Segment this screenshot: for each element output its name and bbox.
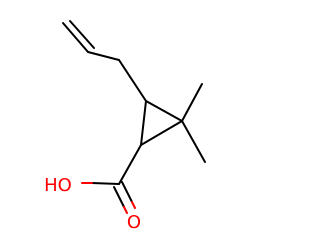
- bond-carbonyl-double-right: [121, 181, 133, 203]
- bond-methyl-lower: [181, 120, 206, 163]
- bond-ring-to-carboxyl: [118, 144, 142, 185]
- bond-carboxyl-to-hydroxyl: [91, 182, 120, 185]
- carbonyl-oxygen-label: O: [127, 212, 141, 233]
- hydroxyl-label: HO: [44, 175, 72, 196]
- bond-ring-top-right: [145, 100, 183, 122]
- bond-carbonyl-oxygen-left: [123, 206, 128, 214]
- bond-carbonyl-double-left: [113, 186, 125, 208]
- bond-methyl-upper: [181, 83, 203, 122]
- bond-ring-right-bottom: [140, 120, 183, 146]
- molecule-structure: HO O: [44, 20, 206, 233]
- bond-vinyl-to-methylene: [87, 51, 120, 61]
- bond-methylene-to-ring: [118, 59, 147, 102]
- bond-ring-bottom-top: [140, 100, 147, 146]
- bond-vinyl-double-outer: [62, 22, 89, 53]
- bond-carbonyl-oxygen-right: [131, 201, 136, 209]
- bond-vinyl-double-inner: [69, 20, 95, 49]
